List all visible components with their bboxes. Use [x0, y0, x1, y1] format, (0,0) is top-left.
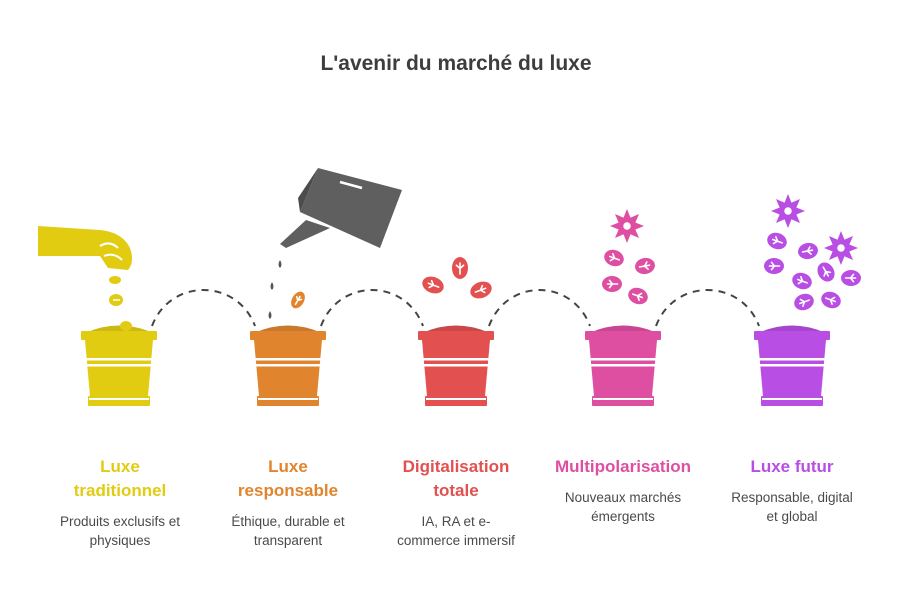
dashed-connector — [655, 289, 760, 327]
flower-pot — [81, 325, 157, 406]
stage-heading-line: responsable — [237, 481, 339, 500]
stage-heading-line: Multipolarisation — [555, 457, 691, 476]
stage-heading: Luxe traditionnel — [30, 455, 210, 503]
stage-description-line: Éthique, durable et — [231, 514, 345, 529]
flower-pot — [418, 325, 494, 406]
stage-description: Produits exclusifs et physiques — [30, 512, 210, 550]
stage-description: IA, RA et e-commerce immersif — [366, 512, 546, 550]
stage-description: Nouveaux marchés émergents — [533, 488, 713, 526]
stage-heading-line: Luxe — [268, 457, 308, 476]
stage-description-line: Produits exclusifs et — [59, 514, 181, 529]
stage-description: Responsable, digital et global — [702, 488, 882, 526]
stage-description-line: commerce immersif — [397, 533, 515, 548]
stage-description-line: Nouveaux marchés — [564, 490, 682, 505]
stage-description-line: transparent — [253, 533, 323, 548]
diagram-title: L'avenir du marché du luxe — [320, 52, 592, 75]
stage-heading: Luxe futur — [702, 455, 882, 479]
stage-description-line: Responsable, digital — [731, 490, 853, 505]
stage-heading-line: Luxe futur — [750, 457, 834, 476]
stage-heading-line: traditionnel — [73, 481, 167, 500]
stage-heading-line: Digitalisation — [402, 457, 510, 476]
flower-and-leaves-icon — [602, 209, 655, 305]
stage-heading: Multipolarisation — [533, 455, 713, 479]
flower-pot — [585, 325, 661, 406]
stage-description-line: physiques — [89, 533, 151, 548]
stage-description: Éthique, durable et transparent — [198, 512, 378, 550]
stage-heading-line: totale — [433, 481, 479, 500]
stage-heading: Luxe responsable — [198, 455, 378, 503]
dashed-connector — [320, 289, 424, 327]
hand-with-seeds-icon — [38, 226, 133, 331]
flowers-and-leaves-icon — [764, 194, 861, 311]
flower-pot — [250, 325, 326, 406]
flower-pot — [754, 325, 830, 406]
dashed-connector — [488, 289, 591, 327]
stage-heading-line: Luxe — [100, 457, 140, 476]
stage-description-line: et global — [766, 509, 818, 524]
sprouting-leaves-icon — [422, 257, 492, 299]
stage-description-line: émergents — [591, 509, 655, 524]
stage-heading: Digitalisation totale — [366, 455, 546, 503]
stage-description-line: IA, RA et e- — [421, 514, 491, 529]
watering-can-icon — [268, 168, 402, 319]
dashed-connector — [151, 289, 256, 327]
